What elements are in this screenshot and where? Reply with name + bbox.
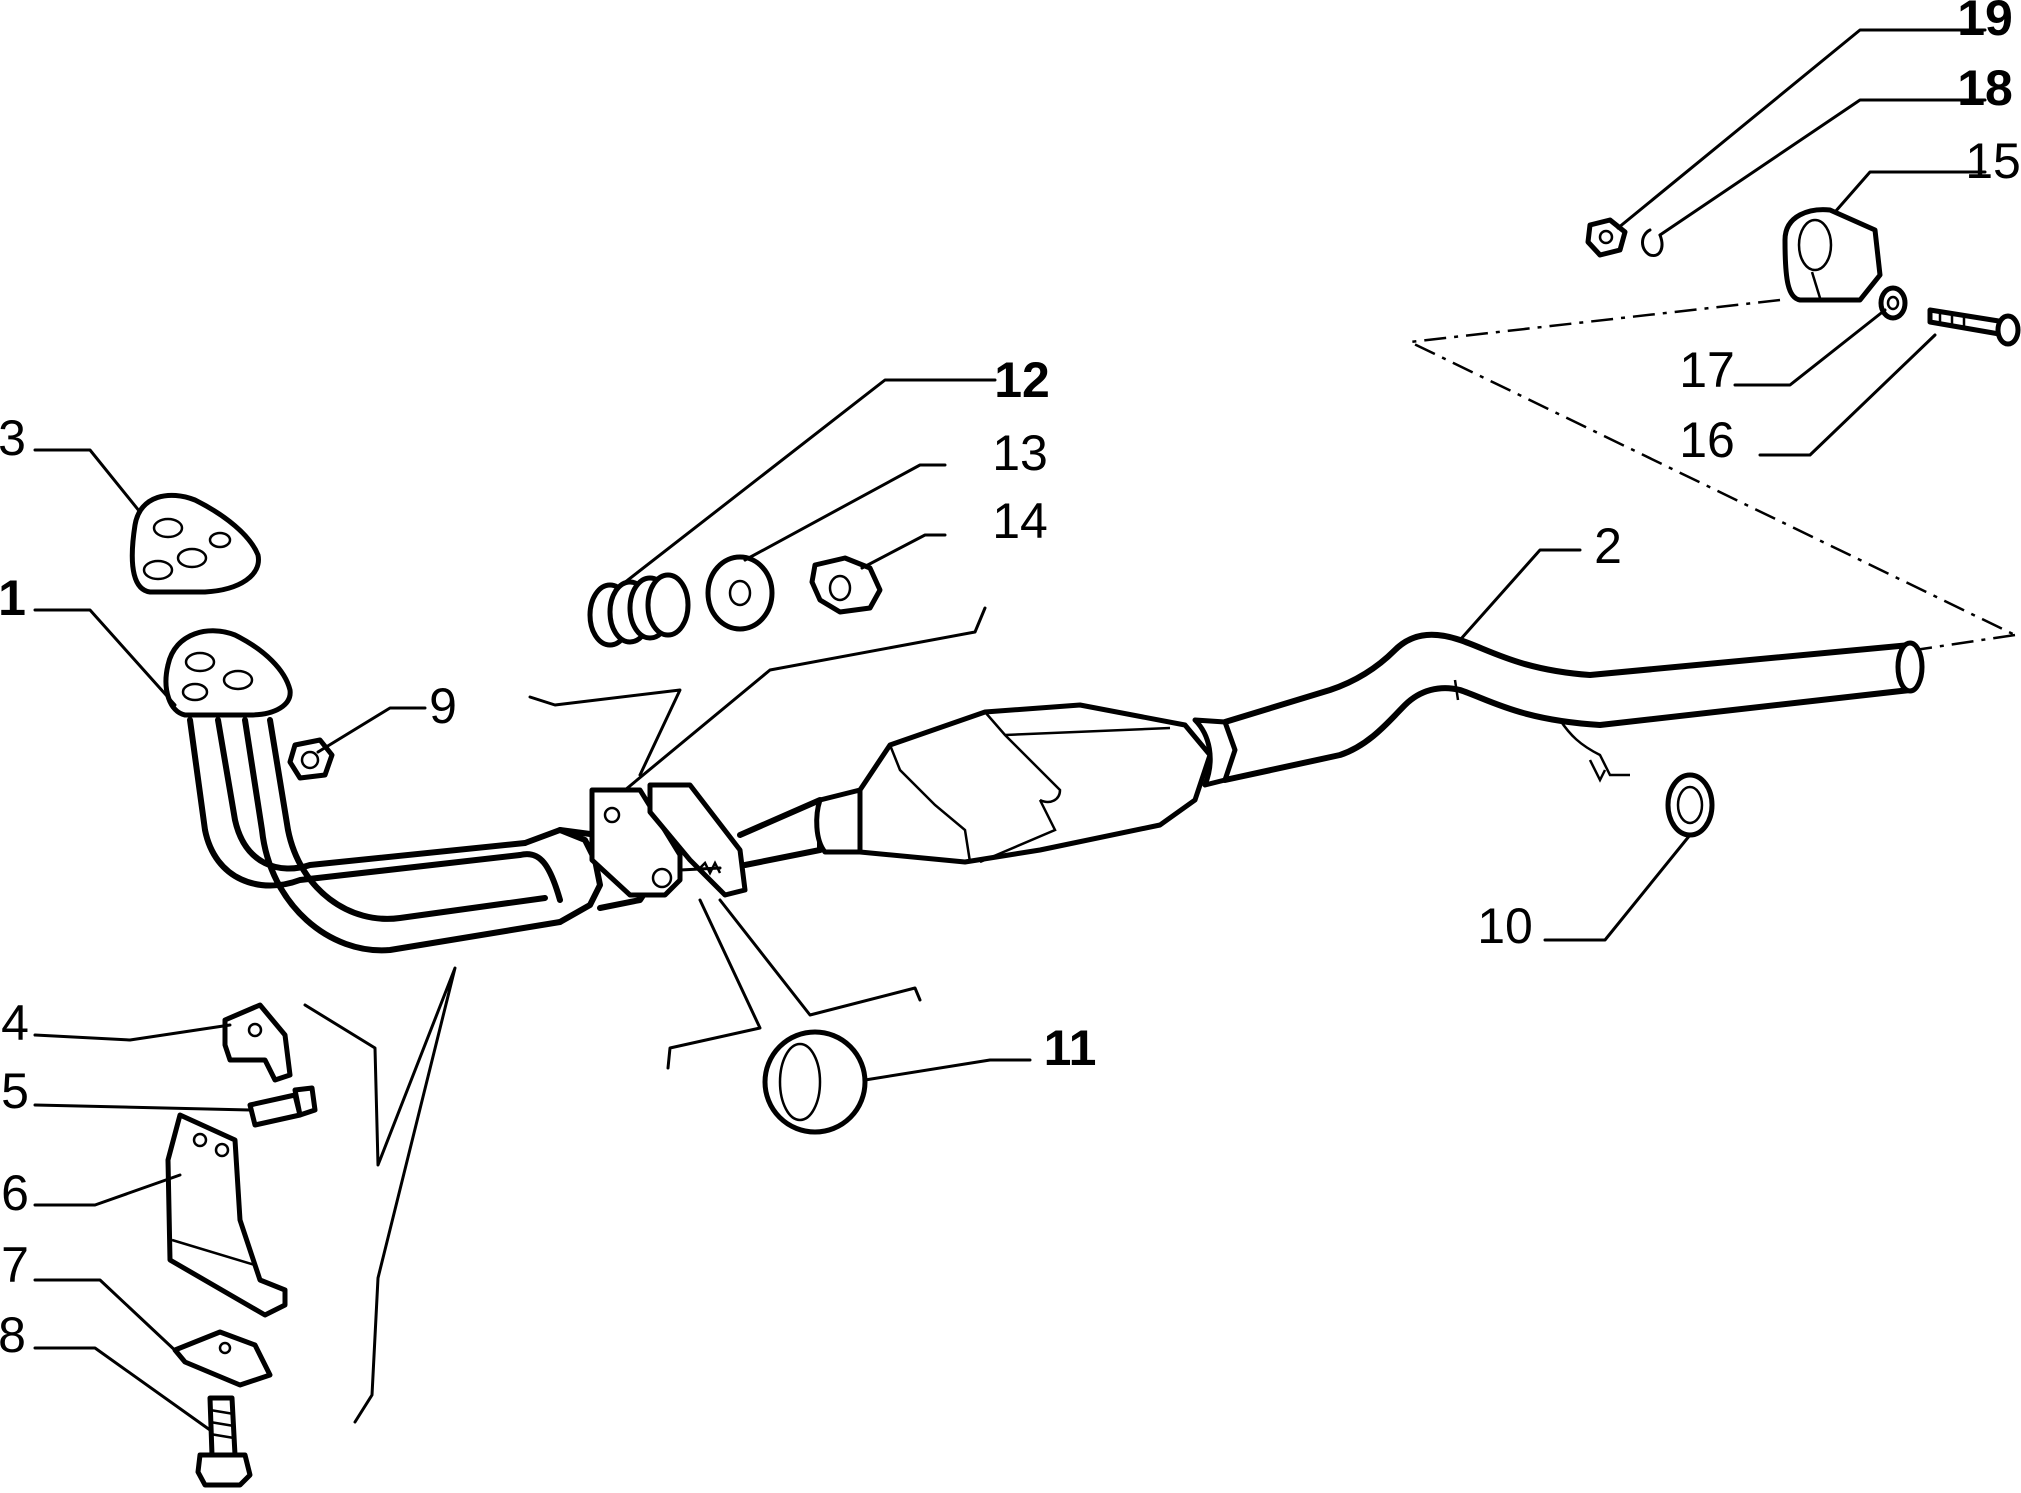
part-7-clamp <box>172 1329 273 1388</box>
part-18-lock-washer <box>1641 228 1664 258</box>
part-4-bracket <box>222 1002 293 1083</box>
leader-lines <box>33 28 1987 1432</box>
part-13-bushing <box>705 554 775 632</box>
part-19-nut <box>1585 217 1628 258</box>
part-14-nut <box>809 555 883 615</box>
part-6-hanger-plate <box>165 1112 288 1318</box>
callout-13: 13 <box>992 425 1048 481</box>
part-17-washer <box>1878 285 1908 321</box>
callout-10: 10 <box>1477 898 1533 954</box>
callout-15: 15 <box>1965 133 2021 189</box>
reference-lines <box>1405 298 2016 652</box>
flange-pair <box>589 782 748 898</box>
part-12-spring <box>587 572 691 648</box>
part-5-bolt <box>247 1085 318 1128</box>
callout-8: 8 <box>0 1307 26 1363</box>
part-10-gasket-ring <box>1665 772 1715 838</box>
callout-3: 3 <box>0 410 26 466</box>
callout-14: 14 <box>992 493 1048 549</box>
callout-16: 16 <box>1679 412 1735 468</box>
callout-19: 19 <box>1957 0 2013 46</box>
part-2-catalytic-pipe <box>737 631 1925 868</box>
callout-5: 5 <box>1 1063 29 1119</box>
part-16-bolt <box>1927 307 2021 347</box>
part-11-cap <box>762 1029 868 1135</box>
callout-6: 6 <box>1 1165 29 1221</box>
callout-9: 9 <box>429 678 457 734</box>
callout-7: 7 <box>1 1237 29 1293</box>
callout-12: 12 <box>994 352 1050 408</box>
part-1-front-pipe <box>163 628 653 954</box>
callout-1: 1 <box>0 570 26 626</box>
callout-17: 17 <box>1679 342 1735 398</box>
part-3-manifold-gasket <box>129 492 261 595</box>
callout-11: 11 <box>1044 1020 1097 1076</box>
callout-2: 2 <box>1594 518 1622 574</box>
callout-18: 18 <box>1957 60 2013 116</box>
part-15-rubber-hanger <box>1782 207 1883 303</box>
callout-4: 4 <box>1 995 29 1051</box>
callout-labels: 1 2 3 4 5 6 7 8 9 10 11 12 13 14 15 16 1… <box>0 0 2021 1363</box>
part-8-bolt <box>195 1395 253 1488</box>
